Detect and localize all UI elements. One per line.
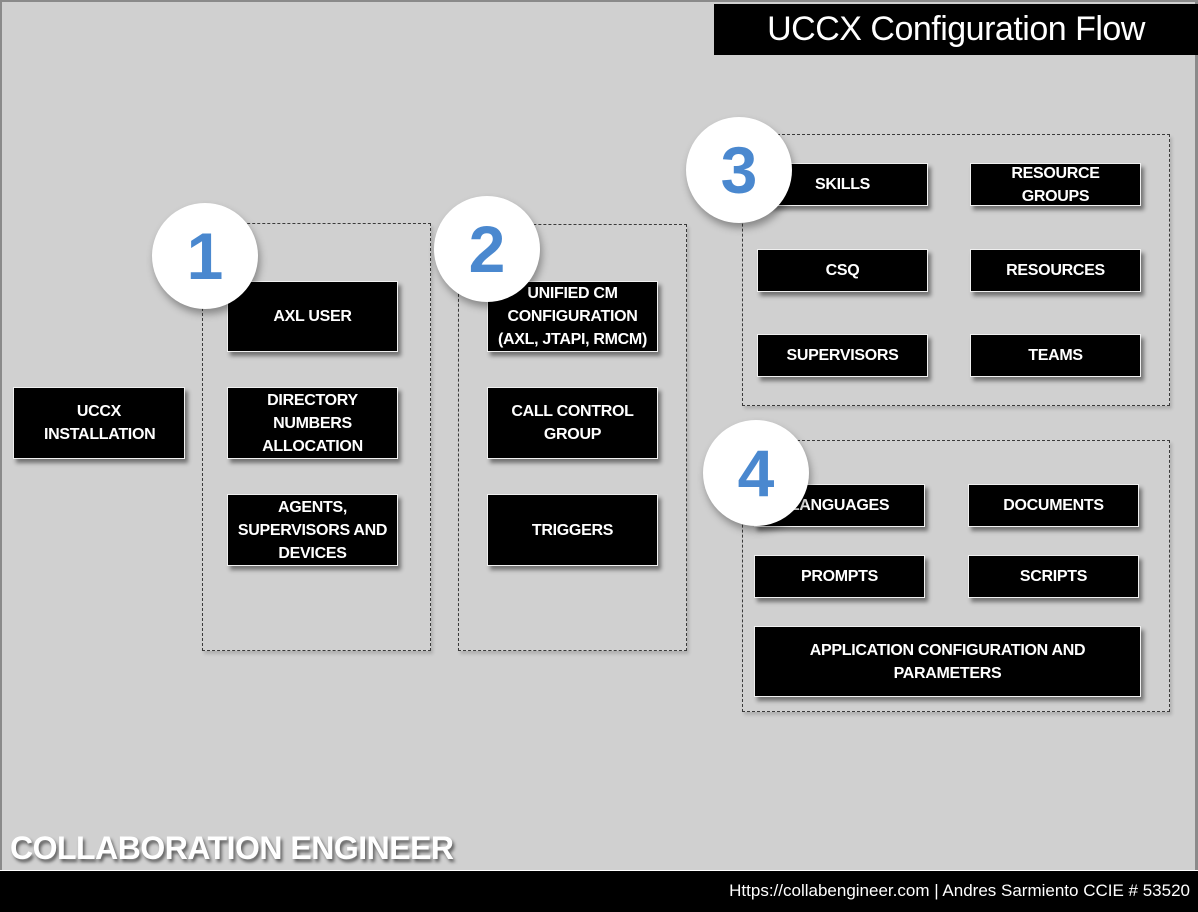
diagram-title: UCCX Configuration Flow [714, 4, 1198, 55]
node-label: UCCX INSTALLATION [44, 403, 156, 443]
step-4-group [742, 440, 1170, 712]
brand-logo-text: COLLABORATION ENGINEER [10, 830, 454, 866]
node-scripts[interactable]: SCRIPTS [968, 555, 1139, 598]
node-agents-supervisors-devices[interactable]: AGENTS, SUPERVISORS AND DEVICES [227, 494, 398, 566]
node-label: AXL USER [273, 308, 352, 325]
node-csq[interactable]: CSQ [757, 249, 928, 292]
step-3-badge: 3 [686, 117, 792, 223]
node-prompts[interactable]: PROMPTS [754, 555, 925, 598]
node-resources[interactable]: RESOURCES [970, 249, 1141, 292]
node-call-control-group[interactable]: CALL CONTROL GROUP [487, 387, 658, 459]
node-label: SCRIPTS [1019, 568, 1088, 585]
step-2-number: 2 [468, 212, 506, 286]
node-label: UNIFIED CM CONFIGURATION (AXL, JTAPI, RM… [498, 285, 647, 348]
node-label: SUPERVISORS [786, 347, 899, 364]
node-label: LANGUAGES [789, 497, 890, 514]
step-1-group [202, 223, 431, 651]
step-1-number: 1 [186, 219, 224, 293]
node-label: TEAMS [1028, 347, 1083, 364]
node-application-configuration[interactable]: APPLICATION CONFIGURATION AND PARAMETERS [754, 626, 1141, 697]
step-4-badge: 4 [703, 420, 809, 526]
node-resource-groups[interactable]: RESOURCE GROUPS [970, 163, 1141, 206]
node-label: DIRECTORY NUMBERS ALLOCATION [262, 391, 363, 455]
node-label: CALL CONTROL GROUP [511, 403, 634, 443]
step-3-number: 3 [720, 133, 758, 207]
diagram-title-text: UCCX Configuration Flow [767, 10, 1145, 48]
node-axl-user[interactable]: AXL USER [227, 281, 398, 352]
node-supervisors[interactable]: SUPERVISORS [757, 334, 928, 377]
node-label: APPLICATION CONFIGURATION AND PARAMETERS [809, 641, 1086, 682]
step-3-group [742, 134, 1170, 406]
node-teams[interactable]: TEAMS [970, 334, 1141, 377]
node-label: PROMPTS [800, 568, 879, 585]
footer-credit: Https://collabengineer.com | Andres Sarm… [729, 881, 1190, 900]
node-triggers[interactable]: TRIGGERS [487, 494, 658, 566]
step-2-badge: 2 [434, 196, 540, 302]
node-directory-numbers-allocation[interactable]: DIRECTORY NUMBERS ALLOCATION [227, 387, 398, 459]
step-4-number: 4 [737, 436, 775, 510]
node-label: TRIGGERS [531, 521, 614, 539]
node-label: AGENTS, SUPERVISORS AND DEVICES [237, 498, 388, 562]
node-label: SKILLS [814, 176, 871, 193]
step-1-badge: 1 [152, 203, 258, 309]
node-label: RESOURCE GROUPS [1011, 164, 1100, 205]
node-uccx-installation[interactable]: UCCX INSTALLATION [13, 387, 185, 459]
node-label: DOCUMENTS [1003, 497, 1104, 514]
node-label: CSQ [825, 262, 860, 279]
node-label: RESOURCES [1006, 262, 1105, 279]
node-unified-cm-configuration[interactable]: UNIFIED CM CONFIGURATION (AXL, JTAPI, RM… [487, 281, 658, 352]
node-documents[interactable]: DOCUMENTS [968, 484, 1139, 527]
step-2-group [458, 224, 687, 651]
footer-bar: Https://collabengineer.com | Andres Sarm… [0, 870, 1198, 912]
